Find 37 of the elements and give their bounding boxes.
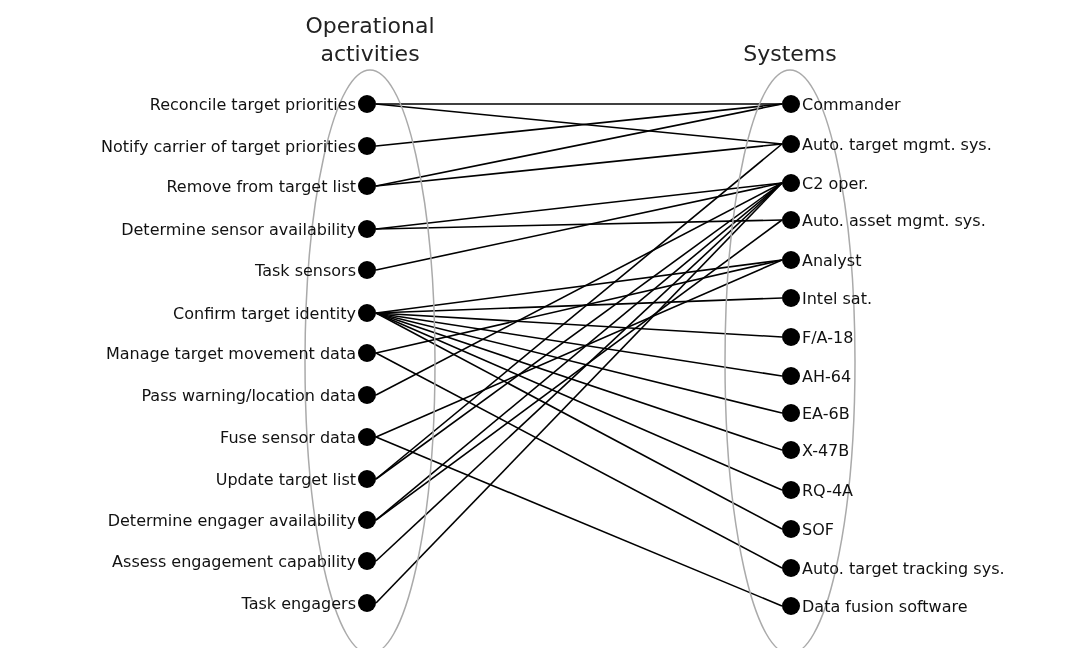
item-label: Task engagers <box>241 593 356 613</box>
group-heading: Operational activities <box>304 12 436 68</box>
item-label: Pass warning/location data <box>141 385 356 405</box>
item-label: C2 oper. <box>802 173 869 193</box>
connector-line <box>375 259 783 438</box>
item-label: Assess engagement capability <box>112 551 356 571</box>
item-label: Determine sensor availability <box>121 219 356 239</box>
item-label: Reconcile target priorities <box>149 94 356 114</box>
item-label: SOF <box>802 519 834 539</box>
item-label: Analyst <box>802 250 862 270</box>
item-label: Task sensors <box>255 260 356 280</box>
connector-line <box>375 312 783 530</box>
item-label: Auto. asset mgmt. sys. <box>802 210 986 230</box>
item-label: Fuse sensor data <box>220 427 356 447</box>
group-heading: Systems <box>742 40 838 68</box>
item-label: Remove from target list <box>166 176 356 196</box>
item-label: Determine engager availability <box>107 510 356 530</box>
connector-line <box>375 182 783 271</box>
item-label: RQ-4A <box>802 480 854 500</box>
connector-line <box>375 352 783 569</box>
connector-line <box>375 143 783 187</box>
connector-line <box>375 436 783 607</box>
item-label: Commander <box>802 94 901 114</box>
item-label: EA-6B <box>802 403 850 423</box>
connector-line <box>375 219 783 230</box>
item-label: F/A-18 <box>802 327 854 347</box>
item-label: Notify carrier of target priorities <box>101 136 356 156</box>
item-label: X-47B <box>802 440 850 460</box>
item-label: Intel sat. <box>802 288 872 308</box>
item-label: Auto. target tracking sys. <box>802 558 1005 578</box>
connector-line <box>375 182 783 396</box>
item-label: Manage target movement data <box>105 343 356 363</box>
item-label: Data fusion software <box>802 596 968 616</box>
item-label: Update target list <box>215 469 356 489</box>
item-label: AH-64 <box>802 366 852 386</box>
item-label: Confirm target identity <box>173 303 356 323</box>
item-label: Auto. target mgmt. sys. <box>802 134 992 154</box>
